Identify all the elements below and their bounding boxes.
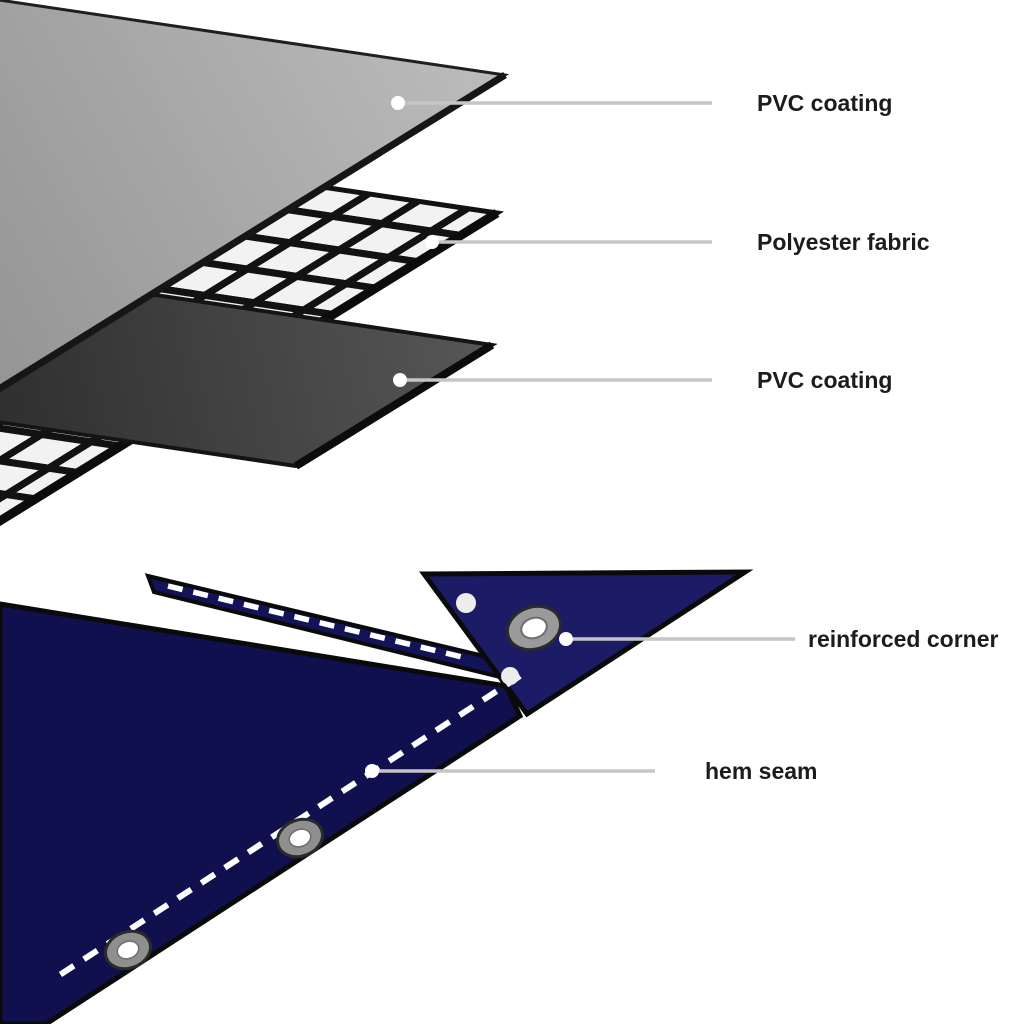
grommet-hole	[520, 616, 548, 640]
callout-pvc-coating-top-dot	[391, 96, 405, 110]
pvc-top-edge	[0, 72, 507, 393]
corner-grommet	[506, 604, 562, 652]
callout-reinforced-corner-label: reinforced corner	[808, 626, 998, 652]
callout-reinforced-corner-dot	[559, 632, 573, 646]
callout-hem-seam-label: hem seam	[705, 758, 818, 784]
pvc-top-layer	[0, 0, 510, 393]
callout-polyester-fabric-label: Polyester fabric	[757, 229, 930, 255]
grommet	[104, 929, 152, 971]
callout-pvc-coating-bottom-dot	[393, 373, 407, 387]
grommet	[276, 817, 324, 859]
grommet-hole	[116, 940, 140, 960]
callouts: PVC coating Polyester fabric PVC coating…	[365, 90, 998, 784]
grommet-hole	[288, 828, 312, 848]
hem-stitch-bottom	[53, 673, 522, 981]
callout-polyester-fabric-dot	[425, 235, 439, 249]
callout-pvc-coating-bottom-label: PVC coating	[757, 367, 892, 393]
tarpaulin	[0, 569, 754, 1024]
pvc-bottom-edge	[293, 341, 495, 470]
stitch-dot	[456, 593, 476, 613]
callout-hem-seam-dot	[365, 764, 379, 778]
tarp-body	[0, 601, 524, 1024]
stitch-dot	[501, 667, 519, 685]
callout-pvc-coating-top-label: PVC coating	[757, 90, 892, 116]
